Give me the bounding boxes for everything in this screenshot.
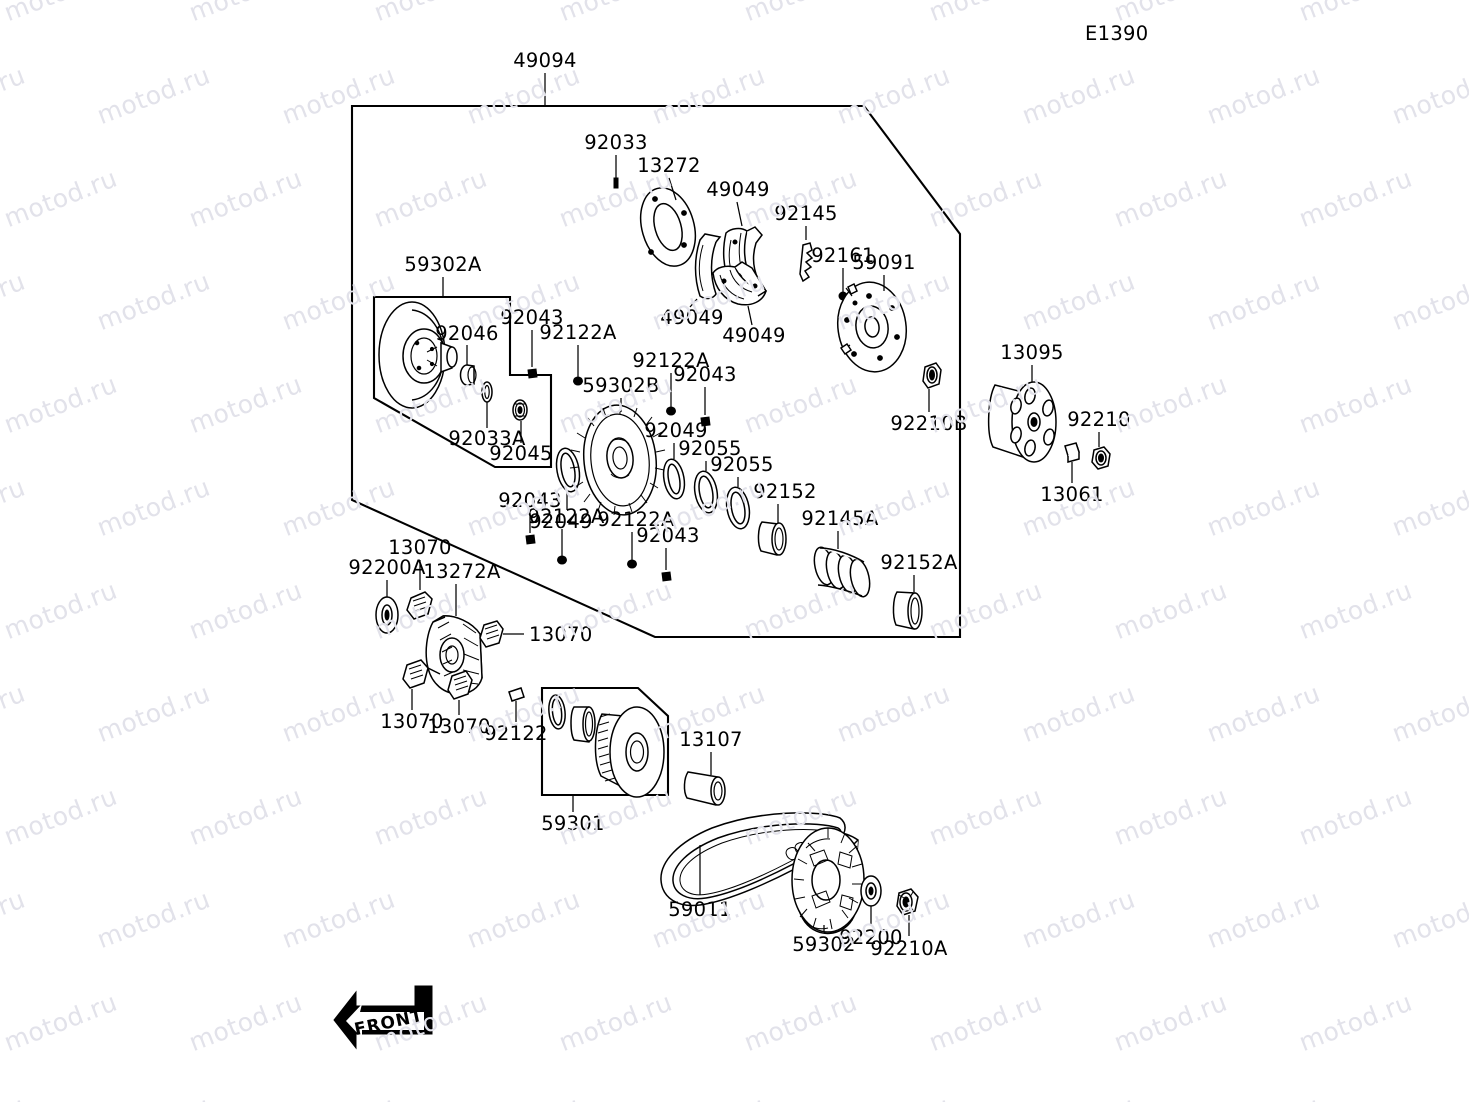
label-92043-b: 92043	[673, 363, 737, 386]
part-92122A-a	[573, 376, 583, 386]
label-92200A: 92200A	[348, 556, 426, 579]
leader-49049-top	[736, 201, 743, 227]
label-13095: 13095	[1000, 341, 1064, 364]
label-92122A-c: 92122A	[527, 505, 605, 528]
part-92043-a	[527, 368, 538, 379]
label-92043-d: 92043	[636, 524, 700, 547]
label-92210: 92210	[1067, 408, 1131, 431]
label-92122A-b: 92122A	[632, 349, 710, 372]
part-92049-left-oring	[555, 447, 581, 493]
part-13070-a	[406, 591, 433, 620]
part-92145A-springs	[813, 546, 871, 598]
part-59301-group	[548, 694, 665, 798]
part-92152-collar	[757, 521, 787, 556]
part-92033-pin	[613, 177, 619, 189]
label-59302A: 59302A	[404, 253, 482, 276]
label-59011: 59011	[668, 898, 732, 921]
part-49049-shoe-left	[694, 233, 722, 300]
leader-13272	[668, 177, 677, 201]
label-59091: 59091	[852, 251, 916, 274]
part-92043-b	[700, 416, 711, 427]
label-13107: 13107	[679, 728, 743, 751]
subassembly-boundary-59301	[540, 686, 670, 797]
label-13272A: 13272A	[423, 560, 501, 583]
part-59091-clutch-hub	[837, 281, 907, 373]
label-59301: 59301	[541, 812, 605, 835]
part-92152A-collar	[892, 591, 923, 630]
part-49049-shoe-bottom	[712, 261, 768, 306]
part-92046-collar	[459, 364, 477, 386]
part-59302-sheave	[791, 827, 865, 935]
label-49094: 49094	[513, 49, 577, 72]
part-92145-spring	[799, 242, 814, 283]
part-59302B-fan	[569, 404, 666, 516]
leader-49049-left	[689, 298, 698, 308]
part-92043-c	[525, 534, 536, 545]
label-92210A: 92210A	[870, 937, 948, 960]
label-13272: 13272	[637, 154, 701, 177]
label-13070-c: 13070	[380, 710, 444, 733]
label-92033: 92033	[584, 131, 648, 154]
part-92049-right-oring	[662, 458, 686, 500]
label-92122A-a: 92122A	[539, 321, 617, 344]
part-13070-d	[447, 670, 473, 700]
part-59302A-sheave	[378, 301, 458, 409]
part-92122A-d	[627, 559, 637, 569]
label-92161: 92161	[811, 244, 875, 267]
part-92045-bearing	[512, 399, 528, 421]
label-13070-a: 13070	[388, 536, 452, 559]
label-92046: 92046	[435, 322, 499, 345]
part-92122A-b	[666, 406, 676, 416]
label-92122: 92122	[484, 722, 548, 745]
assembly-boundary-49094	[350, 104, 962, 639]
part-92122A-c	[557, 555, 567, 565]
label-92049-left: 92049	[529, 510, 593, 533]
part-92210B-nut	[922, 362, 942, 389]
part-13070-c	[402, 659, 429, 689]
part-92033A-circlip	[481, 381, 493, 403]
part-13070-b	[479, 620, 504, 648]
label-49049-top: 49049	[706, 178, 770, 201]
label-92045: 92045	[489, 442, 553, 465]
label-13061: 13061	[1040, 483, 1104, 506]
part-92210-nut	[1091, 446, 1111, 470]
label-92049-right: 92049	[644, 419, 708, 442]
label-92033A: 92033A	[448, 427, 526, 450]
part-92210A-nut	[896, 888, 919, 916]
label-59302: 59302	[792, 933, 856, 956]
part-92043-d	[661, 571, 672, 582]
leader-49049-bottom	[747, 305, 753, 326]
label-92145A: 92145A	[801, 507, 879, 530]
part-92055-a	[693, 470, 719, 514]
part-13107-sleeve	[683, 771, 726, 806]
part-92200A-washer	[375, 596, 399, 634]
label-92152A: 92152A	[880, 551, 958, 574]
label-49049-left: 49049	[660, 306, 724, 329]
label-13070-d: 13070	[427, 715, 491, 738]
label-92152: 92152	[753, 480, 817, 503]
label-59302B: 59302B	[582, 374, 659, 397]
diagram-code: E1390	[1085, 22, 1148, 45]
part-13095-clutch	[987, 381, 1057, 463]
part-13061-key	[1064, 442, 1080, 463]
label-92055-b: 92055	[710, 453, 774, 476]
part-92055-b	[725, 486, 751, 530]
label-92055-a: 92055	[678, 437, 742, 460]
label-13070-b: 13070	[529, 623, 593, 646]
label-92145: 92145	[774, 202, 838, 225]
label-49049-bottom: 49049	[722, 324, 786, 347]
part-92122-bolt	[508, 687, 525, 702]
label-92122A-d: 92122A	[597, 508, 675, 531]
part-13272-plate	[639, 187, 697, 267]
label-92043-a: 92043	[500, 306, 564, 329]
label-92200: 92200	[839, 926, 903, 949]
label-92043-c: 92043	[498, 489, 562, 512]
label-92210B: 92210B	[890, 412, 967, 435]
part-92200-washer	[860, 875, 882, 907]
front-direction-marker: FRONT	[333, 985, 433, 1050]
subassembly-boundary-59302A	[372, 295, 553, 469]
